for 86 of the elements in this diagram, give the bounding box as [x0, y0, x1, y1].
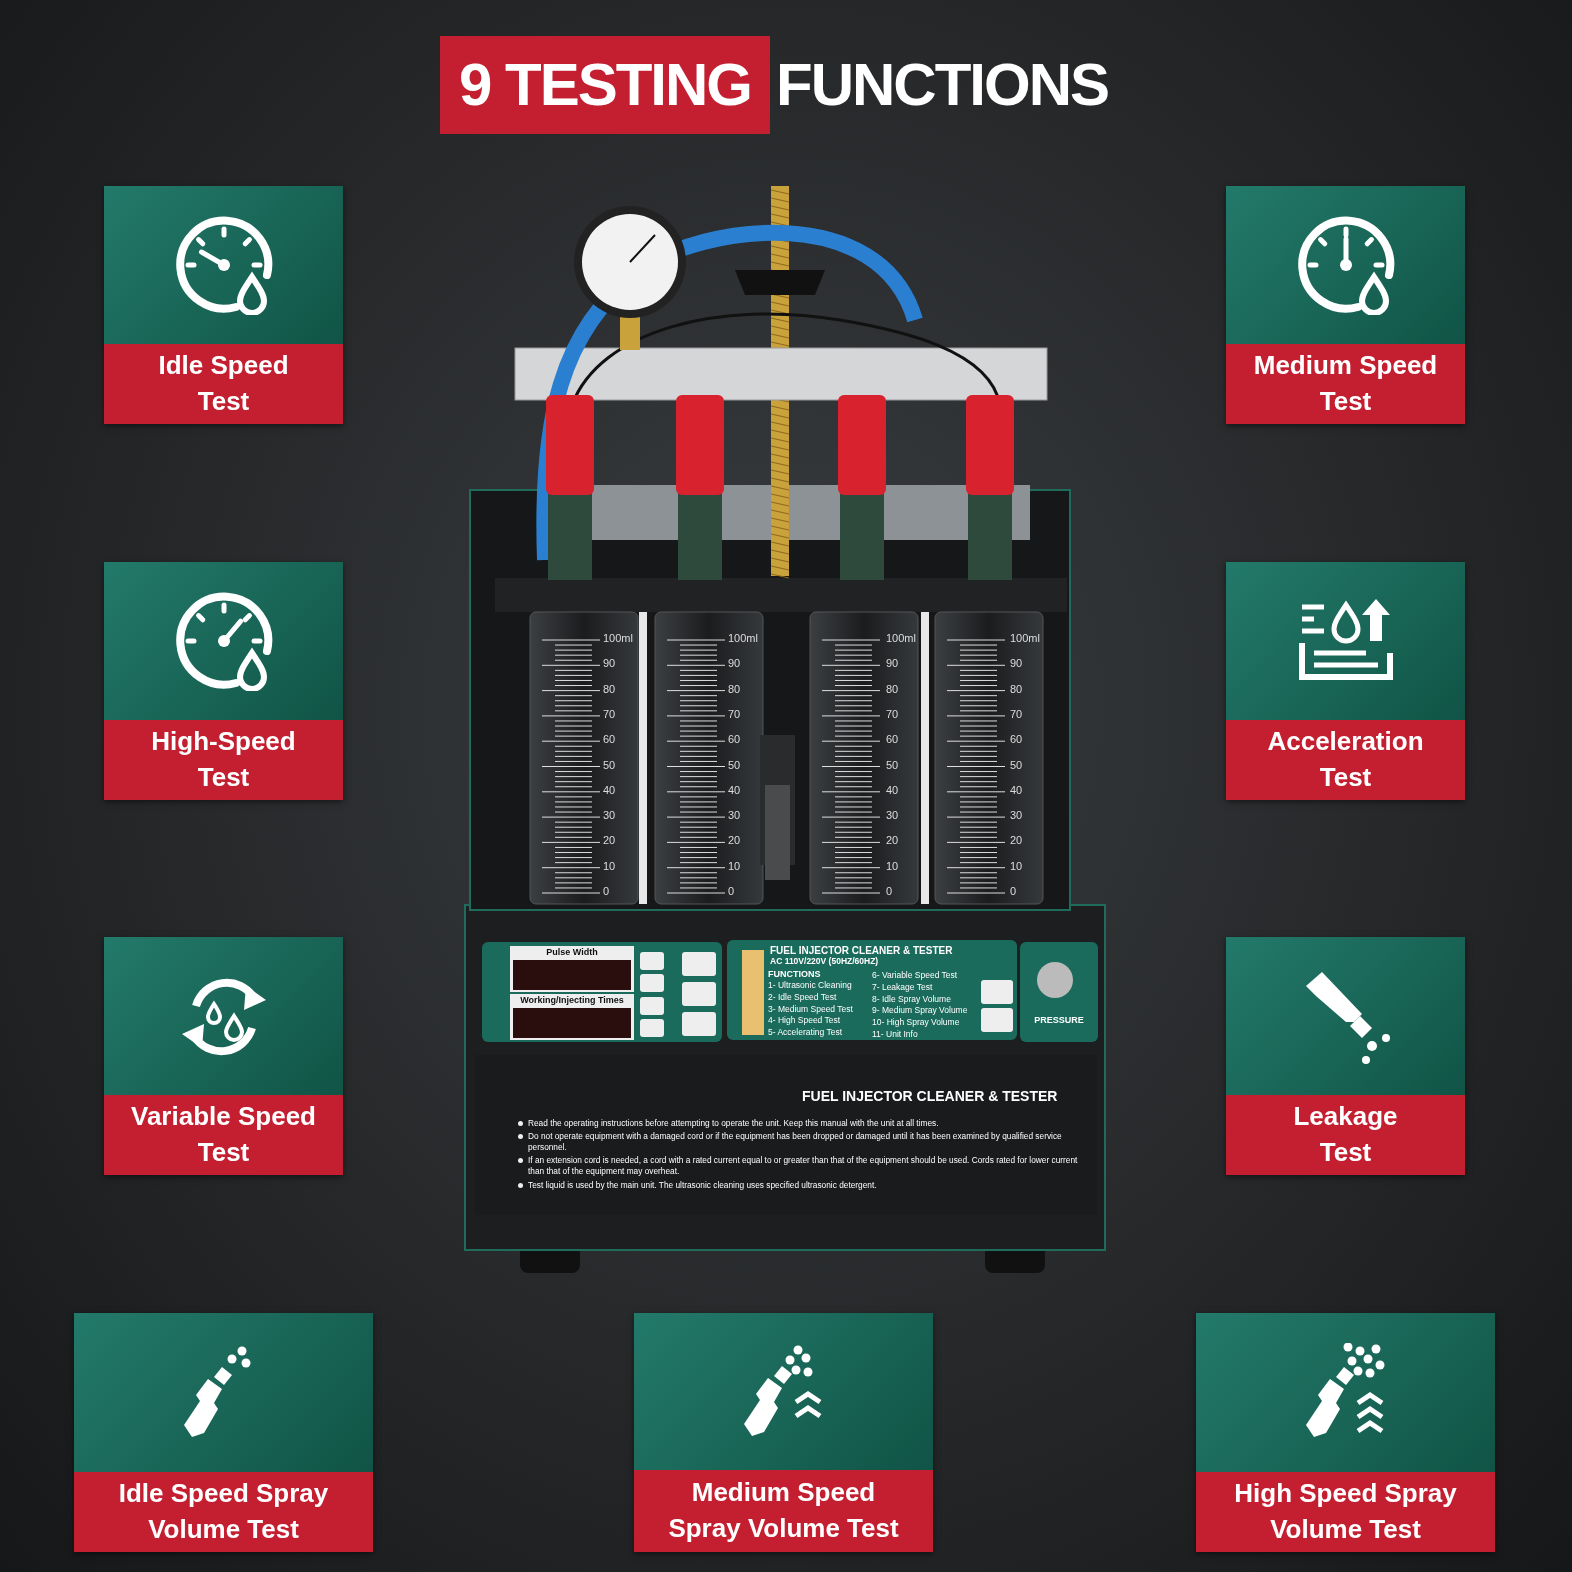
- scale-number: 60: [603, 733, 616, 746]
- test-card: [74, 1313, 373, 1552]
- scale-number: 0: [603, 885, 610, 898]
- scale-number: 60: [1010, 733, 1023, 746]
- scale-number: 100ml: [728, 632, 758, 645]
- warning-text: Read the operating instructions before attempting to operate the unit. Keep this manual with the unit at all times.: [518, 1118, 1093, 1129]
- function-list-item: 8- Idle Spray Volume: [872, 994, 951, 1005]
- card-label: Leakage Test: [1292, 1100, 1399, 1169]
- scale-number: 80: [728, 682, 741, 696]
- scale-number: 30: [886, 809, 899, 822]
- scale-number: 0: [886, 885, 893, 898]
- test-card: [104, 937, 343, 1175]
- scale-number: 10: [603, 859, 616, 873]
- scale-number: 20: [603, 834, 616, 848]
- scale-number: 0: [1010, 885, 1017, 898]
- function-list-item: 4- High Speed Test: [768, 1016, 841, 1027]
- display-label: Pulse Width: [545, 947, 599, 958]
- scale-number: 70: [728, 707, 741, 721]
- function-list-item: 11- Unit Info: [872, 1030, 918, 1040]
- function-list-item: 3- Medium Speed Test: [768, 1004, 853, 1015]
- scale-number: 40: [728, 783, 741, 797]
- scale-number: 70: [603, 707, 616, 721]
- display-label: Working/Injecting Times: [519, 995, 625, 1006]
- scale-number: 10: [1010, 859, 1023, 873]
- test-card: [1196, 1313, 1495, 1552]
- scale-number: 100ml: [1010, 632, 1040, 645]
- scale-number: 90: [1010, 657, 1023, 670]
- scale-number: 60: [886, 733, 899, 746]
- scale-number: 90: [728, 657, 741, 670]
- scale-number: 20: [1010, 834, 1023, 848]
- function-list-item: 5- Accelerating Test: [768, 1028, 843, 1038]
- scale-number: 90: [603, 657, 616, 670]
- function-list-item: 10- High Spray Volume: [872, 1018, 960, 1028]
- scale-number: 20: [728, 834, 741, 848]
- scale-number: 20: [886, 834, 899, 848]
- scale-number: 50: [886, 758, 899, 772]
- function-list-item: 7- Leakage Test: [872, 982, 933, 993]
- scale-number: 80: [603, 682, 616, 696]
- function-list-item: 1- Ultrasonic Cleaning: [768, 981, 852, 991]
- card-label: High-Speed Test: [150, 725, 297, 794]
- test-card: [104, 186, 343, 424]
- test-card: [104, 562, 343, 800]
- scale-number: 100ml: [603, 632, 633, 645]
- warning-text: Test liquid is used by the main unit. The ultrasonic cleaning uses specified ultrasonic detergent.: [518, 1180, 1093, 1191]
- card-label: Idle Speed Spray Volume Test: [117, 1477, 330, 1546]
- card-label: Idle Speed Test: [157, 349, 290, 418]
- test-card: [1226, 937, 1465, 1175]
- knob-label: PRESSURE: [1033, 1015, 1085, 1026]
- test-card: [1226, 562, 1465, 800]
- scale-number: 80: [1010, 682, 1023, 696]
- scale-number: 70: [1010, 707, 1023, 721]
- scale-number: 40: [886, 783, 899, 797]
- title-highlight: 9 TESTING: [440, 36, 770, 134]
- function-list-item: 6- Variable Speed Test: [872, 971, 958, 981]
- card-label: Variable Speed Test: [130, 1100, 317, 1169]
- scale-number: 10: [728, 859, 741, 873]
- scale-number: 100ml: [886, 632, 916, 645]
- scale-number: 30: [728, 809, 741, 822]
- scale-number: 50: [1010, 758, 1023, 772]
- test-card: [634, 1313, 933, 1552]
- warning-text: If an extension cord is needed, a cord with a rated current equal to or greater than that of the equipment should be used. Cords rated for lower current than that of the equipment may overheat.: [518, 1155, 1093, 1177]
- panel-subheading: FUNCTIONS: [768, 969, 821, 980]
- scale-number: 30: [1010, 809, 1023, 822]
- scale-number: 40: [1010, 783, 1023, 797]
- card-label: Acceleration Test: [1266, 725, 1425, 794]
- scale-number: 90: [886, 657, 899, 670]
- scale-number: 50: [728, 758, 741, 772]
- scale-number: 60: [728, 733, 741, 746]
- plate-heading: FUEL INJECTOR CLEANER & TESTER: [802, 1088, 1058, 1105]
- warning-text: Do not operate equipment with a damaged cord or if the equipment has been dropped or damaged until it has been examined by qualified service personnel.: [518, 1131, 1093, 1153]
- voltage-rating: AC 110V/220V (50HZ/60HZ): [770, 957, 879, 967]
- function-list-item: 9- Medium Spray Volume: [872, 1006, 968, 1017]
- scale-number: 50: [603, 758, 616, 772]
- scale-number: 70: [886, 707, 899, 721]
- title-text: FUNCTIONS: [776, 50, 1108, 119]
- card-label: Medium Speed Test: [1252, 349, 1439, 418]
- scale-number: 0: [728, 885, 735, 898]
- function-list-item: 2- Idle Speed Test: [768, 992, 837, 1003]
- scale-number: 30: [603, 809, 616, 822]
- scale-number: 10: [886, 859, 899, 873]
- card-label: Medium Speed Spray Volume Test: [667, 1476, 900, 1545]
- scale-number: 80: [886, 682, 899, 696]
- card-label: High Speed Spray Volume Test: [1233, 1477, 1458, 1546]
- scale-number: 40: [603, 783, 616, 797]
- test-card: [1226, 186, 1465, 424]
- panel-heading: FUEL INJECTOR CLEANER & TESTER: [770, 945, 953, 957]
